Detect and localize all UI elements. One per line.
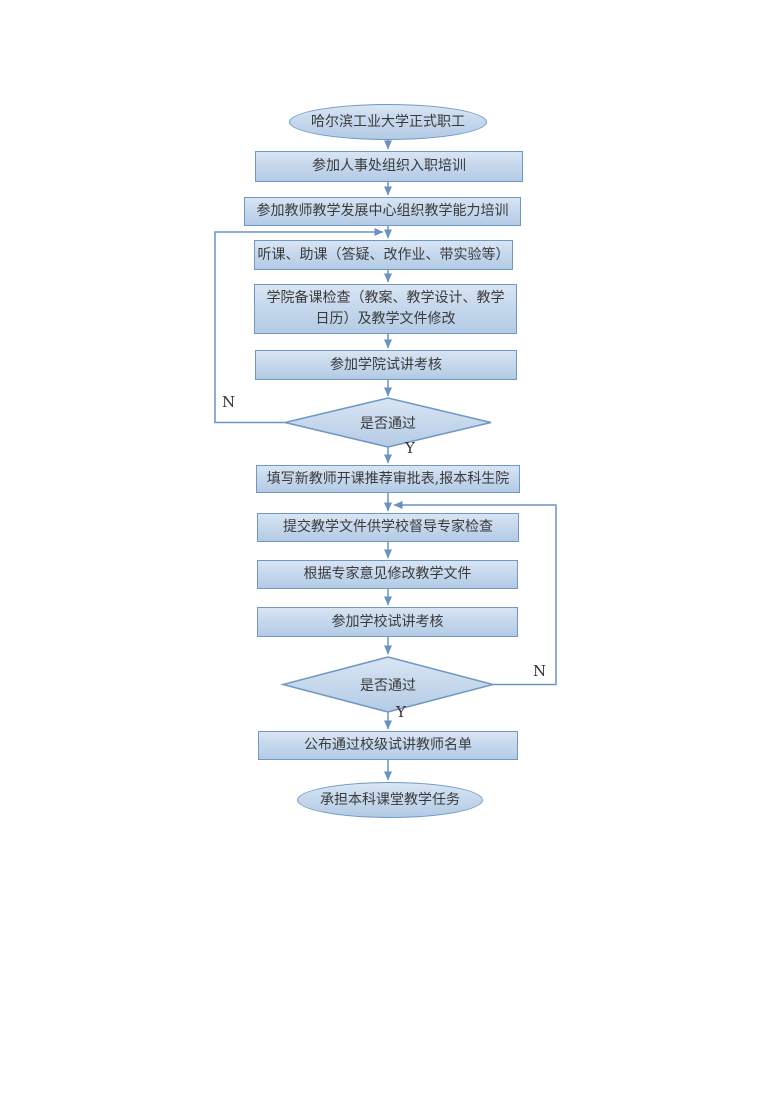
branch-label-yes-2: Y — [396, 703, 406, 721]
process-lesson-prep-check: 学院备课检查（教案、教学设计、教学日历）及教学文件修改 — [254, 284, 517, 334]
process-school-trial-lecture: 参加学校试讲考核 — [257, 607, 518, 637]
process-college-trial-lecture: 参加学院试讲考核 — [255, 350, 517, 380]
branch-label-no-1: N — [222, 393, 236, 411]
process-induction-training: 参加人事处组织入职培训 — [255, 151, 523, 182]
branch-label-no-2: N — [533, 662, 547, 680]
end-node: 承担本科课堂教学任务 — [297, 782, 483, 818]
decision-school-pass: 是否通过 — [360, 678, 416, 694]
process-publish-name-list: 公布通过校级试讲教师名单 — [258, 731, 518, 760]
process-teaching-ability-training: 参加教师教学发展中心组织教学能力培训 — [244, 197, 521, 226]
process-approval-form: 填写新教师开课推荐审批表,报本科生院 — [256, 465, 520, 493]
process-submit-teaching-files: 提交教学文件供学校督导专家检查 — [257, 513, 519, 542]
process-course-observation: 听课、助课（答疑、改作业、带实验等） — [254, 240, 513, 270]
process-revise-teaching-files: 根据专家意见修改教学文件 — [257, 560, 518, 589]
branch-label-yes-1: Y — [405, 439, 415, 457]
decision-college-pass: 是否通过 — [360, 416, 416, 432]
start-node: 哈尔滨工业大学正式职工 — [289, 104, 487, 140]
